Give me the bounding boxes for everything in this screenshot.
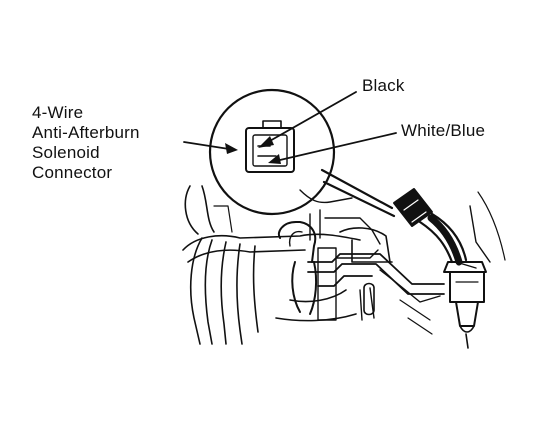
connector-label-line-2: Anti-Afterburn [32,123,140,142]
engine-structure [182,185,506,345]
arrow-black [258,136,274,148]
bent-hose [277,221,318,315]
conduit [427,214,463,266]
arrow-white-blue [268,154,281,164]
connector-label-line-3: Solenoid [32,143,100,162]
leader-black [267,91,357,143]
arrow-connector [225,143,238,154]
detail-circle [208,88,336,216]
white-blue-wire-label: White/Blue [401,121,486,140]
mounting-bracket [307,253,445,316]
leader-white-blue [279,132,397,161]
wiring-harness [320,168,468,264]
leader-connector [183,141,230,150]
harness-plug [393,188,433,227]
callout-leaders [183,91,397,161]
solenoid-body [443,261,487,349]
connector-label-line-1: 4-Wire [32,103,84,122]
solenoid-connector [245,120,295,173]
connector-label-line-4: Connector [32,163,113,182]
connector-label: 4-Wire Anti-Afterburn Solenoid Connector [32,103,140,183]
black-wire-label: Black [362,76,405,95]
